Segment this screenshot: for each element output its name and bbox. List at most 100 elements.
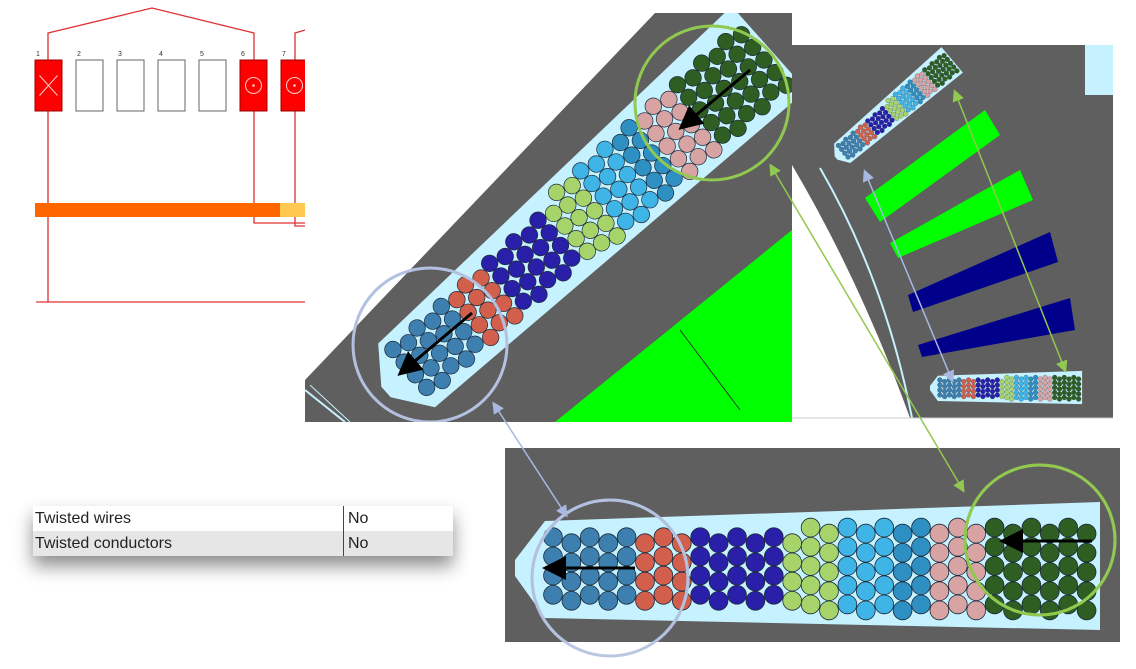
- slot-number: 3: [118, 51, 122, 58]
- conductor-strand: [947, 536, 968, 557]
- conductor-strand: [860, 142, 866, 148]
- conductor-strand: [947, 556, 968, 576]
- slot-view-diagonal: [305, 13, 792, 422]
- conductor-strand: [1076, 523, 1097, 544]
- conductor-strand: [929, 523, 950, 544]
- conductor-strand: [908, 87, 914, 93]
- current-out-icon: [286, 77, 303, 94]
- property-label: Twisted wires: [33, 506, 344, 531]
- conductor-strand: [782, 552, 803, 573]
- conductor-strand: [966, 392, 972, 398]
- conductor-strand: [418, 378, 436, 396]
- conductor-strand: [931, 78, 937, 84]
- winding-slot: [157, 59, 186, 112]
- conductor-strand: [878, 119, 885, 125]
- property-row[interactable]: Twisted wires No: [33, 506, 453, 531]
- conductor-strand: [1023, 374, 1029, 381]
- conductor-strand: [459, 303, 477, 321]
- conductor-strand: [1056, 396, 1063, 402]
- current-out-icon: [245, 77, 262, 94]
- conductor-strand: [1056, 376, 1063, 382]
- conductor-strand: [984, 517, 1005, 538]
- conductor-strand: [980, 393, 986, 400]
- conductor-strand: [911, 517, 931, 538]
- conductor-strand: [934, 59, 940, 65]
- conductor-strand: [855, 562, 876, 582]
- conductor-strand: [481, 328, 500, 347]
- conductor-strand: [1004, 384, 1010, 391]
- conductor-strand: [886, 121, 892, 127]
- conductor-strand: [641, 191, 659, 209]
- conductor-strand: [895, 109, 901, 115]
- conductor-strand: [874, 575, 895, 596]
- conductor-strand: [1042, 394, 1048, 401]
- conductor-strand: [999, 393, 1005, 400]
- conductor-strand: [1028, 391, 1034, 397]
- conductor-strand: [800, 556, 821, 576]
- conductor-strand: [966, 523, 987, 544]
- conductor-strand: [1033, 379, 1039, 386]
- conductor-strand: [966, 600, 987, 621]
- conductor-strand: [561, 533, 582, 554]
- conductor-strand: [1037, 386, 1043, 392]
- conductor-strand: [1039, 562, 1060, 582]
- conductor-strand: [715, 79, 733, 98]
- conductor-strand: [1021, 575, 1042, 596]
- winding-slot: [198, 59, 227, 112]
- conductor-strand: [514, 292, 532, 310]
- conductor-strand: [855, 600, 876, 621]
- conductor-strand: [594, 187, 612, 205]
- conductor-strand: [837, 594, 858, 615]
- conductor-strand: [1042, 379, 1048, 386]
- property-row[interactable]: Twisted conductors No: [33, 531, 453, 556]
- conductor-strand: [892, 523, 913, 544]
- properties-table: Twisted wires No Twisted conductors No: [33, 506, 453, 556]
- conductor-strand: [690, 584, 711, 605]
- conductor-strand: [561, 590, 582, 611]
- conductor-strand: [592, 234, 611, 252]
- conductor-strand: [706, 94, 725, 112]
- conductor-strand: [1066, 396, 1072, 402]
- conductor-strand: [586, 202, 604, 220]
- conductor-strand: [618, 165, 637, 184]
- conductor-strand: [1004, 374, 1010, 381]
- conductor-strand: [731, 72, 749, 91]
- conductor-strand: [929, 562, 950, 582]
- conductor-strand: [1066, 391, 1072, 397]
- conductor-strand: [892, 543, 913, 563]
- slot-number: 2: [77, 51, 81, 58]
- conductor-strand: [942, 383, 948, 390]
- conductor-strand: [1039, 600, 1060, 621]
- property-value[interactable]: No: [348, 535, 369, 552]
- conductor-strand: [902, 103, 908, 109]
- conductor-strand: [580, 546, 600, 567]
- conductor-strand: [466, 335, 484, 353]
- conductor-strand: [849, 144, 855, 150]
- conductor-strand: [1009, 391, 1015, 397]
- conductor-strand: [708, 552, 729, 573]
- conductor-strand: [947, 74, 953, 80]
- conductor-strand: [874, 517, 895, 538]
- conductor-strand: [689, 148, 707, 166]
- conductor-strand: [936, 54, 942, 61]
- stator-sector-view: [792, 45, 1113, 419]
- conductor-strand: [1076, 391, 1082, 397]
- conductor-strand: [989, 388, 996, 395]
- conductor-strand: [763, 546, 784, 567]
- conductor-strand: [610, 180, 628, 198]
- conductor-strand: [975, 392, 981, 398]
- conductor-strand: [911, 594, 931, 615]
- property-value[interactable]: No: [348, 510, 369, 527]
- conductor-strand: [942, 388, 948, 395]
- conductor-strand: [845, 154, 851, 160]
- conductor-strand: [946, 387, 952, 393]
- conductor-strand: [910, 105, 916, 111]
- conductor-strand: [954, 68, 960, 74]
- conductor-strand: [1052, 389, 1058, 396]
- conductor-strand: [994, 392, 1000, 398]
- conductor-strand: [729, 119, 747, 137]
- conductor-strand: [937, 392, 943, 398]
- conductor-strand: [876, 124, 882, 130]
- conductor-strand: [1052, 379, 1058, 386]
